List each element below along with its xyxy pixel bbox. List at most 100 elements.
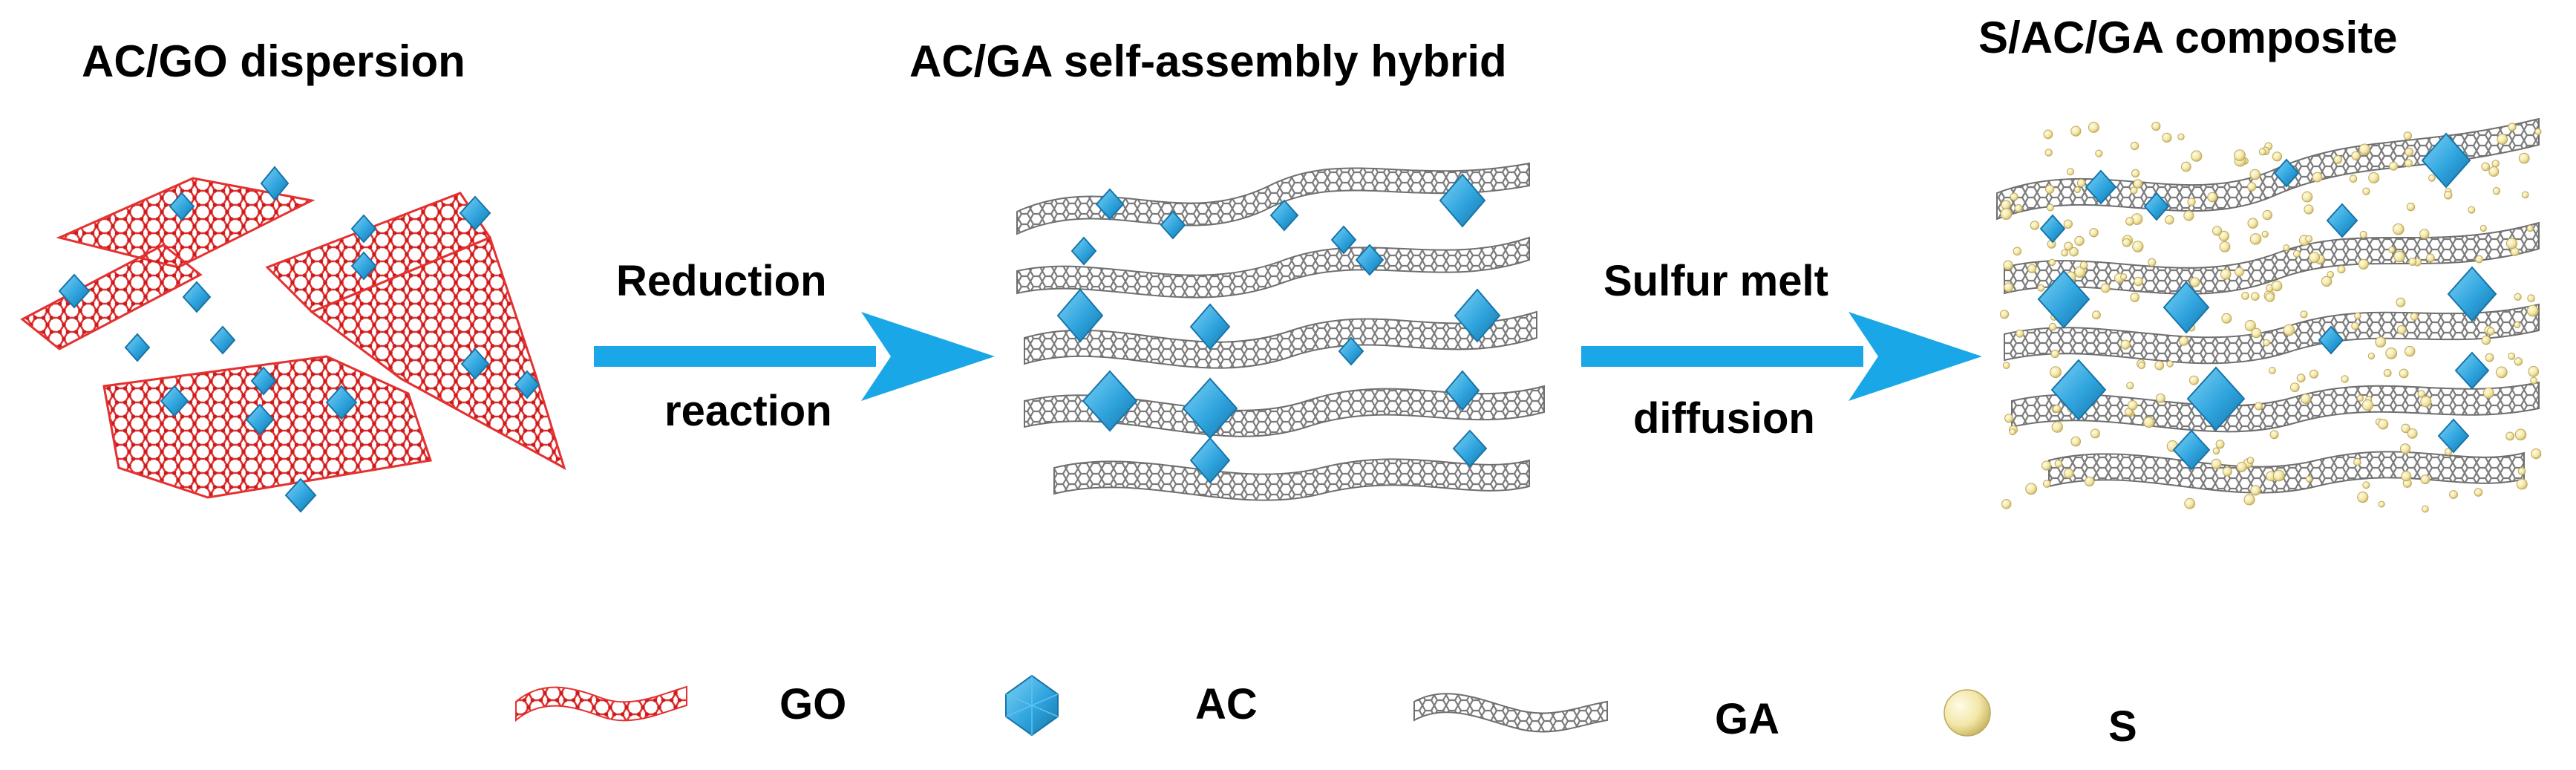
sulfur-particle xyxy=(2393,223,2405,235)
sulfur-particle xyxy=(2246,457,2255,465)
sulfur-particle xyxy=(2030,221,2040,230)
sulfur-particle xyxy=(2070,125,2082,137)
sulfur-particle xyxy=(2188,375,2199,385)
sulfur-particle xyxy=(2001,499,2012,509)
sulfur-particle xyxy=(2221,313,2232,324)
sulfur-particle xyxy=(2358,143,2370,155)
sulfur-particle xyxy=(2048,322,2057,331)
sulfur-particle xyxy=(2401,471,2412,482)
sulfur-particle xyxy=(2349,174,2358,183)
sulfur-particle xyxy=(2262,209,2272,221)
sulfur-particle xyxy=(2485,353,2494,362)
sulfur-particle xyxy=(2312,172,2323,183)
sulfur-particle xyxy=(2367,352,2376,360)
sulfur-particle xyxy=(2132,241,2144,252)
sulfur-particle xyxy=(2177,133,2185,140)
sulfur-particle xyxy=(2025,483,2037,495)
sulfur-particle xyxy=(2089,228,2099,238)
sulfur-particle xyxy=(2383,369,2392,377)
sulfur-particle xyxy=(2010,192,2018,201)
sulfur-particle xyxy=(2407,428,2418,439)
sulfur-particle xyxy=(2491,160,2500,168)
sulfur-particle xyxy=(2191,150,2203,162)
sulfur-particle xyxy=(2420,474,2430,485)
sulfur-particle xyxy=(2241,292,2249,300)
sulfur-particle xyxy=(2283,244,2290,252)
sulfur-particle xyxy=(2301,191,2313,203)
sulfur-particle xyxy=(2521,191,2529,199)
sulfur-particle xyxy=(2079,261,2088,270)
panel-title-ac-ga: AC/GA self-assembly hybrid xyxy=(909,36,1507,86)
step-sulfur-line2: diffusion xyxy=(1633,394,1815,443)
sulfur-particle xyxy=(2353,457,2361,466)
sulfur-particle xyxy=(2527,294,2535,303)
sulfur-particle xyxy=(2074,235,2085,247)
sulfur-particle xyxy=(2076,178,2086,188)
sulfur-particle xyxy=(2073,186,2081,194)
sulfur-particle xyxy=(2354,312,2361,320)
sulfur-particle xyxy=(2361,399,2374,411)
sulfur-particle xyxy=(2358,258,2369,270)
sulfur-particle xyxy=(2419,229,2430,239)
sulfur-particle xyxy=(2301,394,2311,405)
sulfur-particle xyxy=(2244,320,2256,332)
sulfur-particle xyxy=(2389,161,2399,171)
sulfur-particle xyxy=(2296,373,2306,383)
sulfur-particle xyxy=(2050,349,2059,359)
sulfur-particle xyxy=(2236,461,2247,472)
sulfur-particle xyxy=(2337,265,2346,274)
sulfur-particle xyxy=(2482,387,2494,399)
sulfur-particle xyxy=(2368,172,2380,183)
ac-ga-hybrid-illustration xyxy=(1016,162,1545,501)
sulfur-particle xyxy=(2528,365,2540,377)
sulfur-particle xyxy=(2351,151,2361,161)
sulfur-particle xyxy=(2289,382,2300,393)
sulfur-particle xyxy=(2251,292,2260,301)
sulfur-particle xyxy=(2305,475,2313,483)
sulfur-particle xyxy=(2126,382,2134,390)
sulfur-particle xyxy=(2069,247,2079,257)
sulfur-particle xyxy=(2014,204,2023,212)
sulfur-particle xyxy=(2351,322,2359,330)
sulfur-particle xyxy=(2143,417,2155,428)
sulfur-particle xyxy=(2428,174,2436,182)
sulfur-particle xyxy=(2396,297,2406,307)
sulfur-particle xyxy=(2514,321,2521,329)
sulfur-particle xyxy=(2401,423,2410,434)
sulfur-particle xyxy=(2283,324,2295,336)
sulfur-particle xyxy=(2486,327,2495,336)
sulfur-particle xyxy=(2180,161,2191,172)
sulfur-particle xyxy=(2219,241,2231,252)
sulfur-particle xyxy=(2505,238,2518,249)
sulfur-particle xyxy=(2426,253,2435,263)
sulfur-particle xyxy=(2258,148,2266,156)
sulfur-particle xyxy=(2184,497,2196,509)
sulfur-particle xyxy=(2234,149,2246,162)
sulfur-particle xyxy=(2417,390,2425,398)
sulfur-particle xyxy=(2122,238,2131,247)
legend-label-go: GO xyxy=(779,680,847,728)
legend-label-s: S xyxy=(2108,702,2137,751)
sulfur-particle xyxy=(2517,467,2526,475)
sulfur-particle xyxy=(2321,275,2333,287)
sulfur-particle xyxy=(2120,273,2128,281)
sulfur-particle xyxy=(2518,152,2530,164)
sulfur-particle xyxy=(2044,149,2053,157)
sulfur-particle xyxy=(2468,206,2476,214)
sulfur-particle xyxy=(2134,276,2143,287)
sulfur-particle xyxy=(2047,203,2054,212)
sulfur-particle xyxy=(2526,224,2534,232)
sulfur-particle xyxy=(2505,431,2514,441)
sulfur-particle xyxy=(2508,352,2516,360)
sulfur-particle xyxy=(2063,219,2073,229)
sulfur-particle xyxy=(2272,151,2283,162)
sulfur-particle xyxy=(2420,396,2432,408)
ga-sheets xyxy=(1016,162,1545,501)
sulfur-particle xyxy=(2002,362,2010,370)
sulfur-particle xyxy=(2300,310,2308,319)
sulfur-particle xyxy=(2309,252,2320,264)
sulfur-particle xyxy=(2327,271,2335,278)
sulfur-particle xyxy=(2249,169,2261,180)
go-sheet xyxy=(265,192,566,471)
sulfur-particle xyxy=(2187,198,2196,206)
